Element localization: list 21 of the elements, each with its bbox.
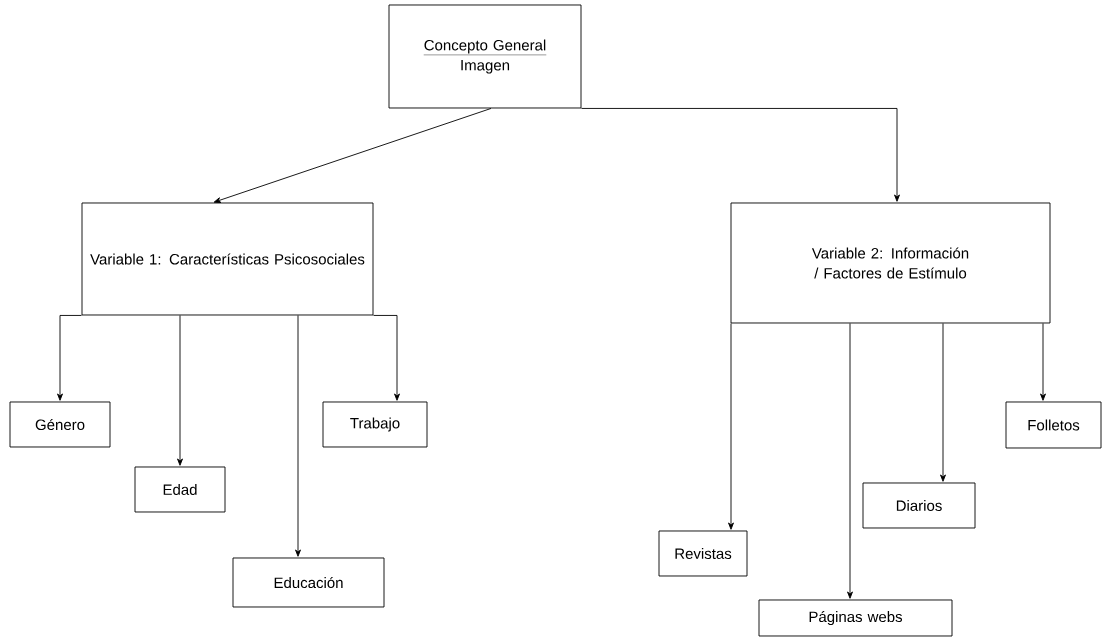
arrow xyxy=(57,315,82,401)
concept-box: Variable 1: Características Psicosociales xyxy=(81,202,374,316)
item-box: Revistas xyxy=(658,530,748,577)
arrow xyxy=(213,108,492,203)
concept-box: Variable 2: Información / Factores de Estímulo xyxy=(730,202,1051,324)
item-box: Diarios xyxy=(862,482,976,529)
item-box: Educación xyxy=(232,557,385,608)
arrow xyxy=(728,323,734,530)
item-box: Páginas webs xyxy=(758,599,953,637)
item-box: Género xyxy=(9,401,111,448)
concept-box: Concepto General Imagen xyxy=(388,4,582,109)
arrow xyxy=(373,315,400,401)
item-box: Edad xyxy=(134,466,226,513)
arrow xyxy=(295,315,301,557)
arrow xyxy=(847,323,853,599)
arrow xyxy=(1040,323,1046,401)
arrow xyxy=(940,323,946,482)
arrow xyxy=(177,315,183,466)
arrow xyxy=(581,108,900,202)
item-box: Trabajo xyxy=(322,401,428,448)
item-box: Folletos xyxy=(1005,401,1102,449)
